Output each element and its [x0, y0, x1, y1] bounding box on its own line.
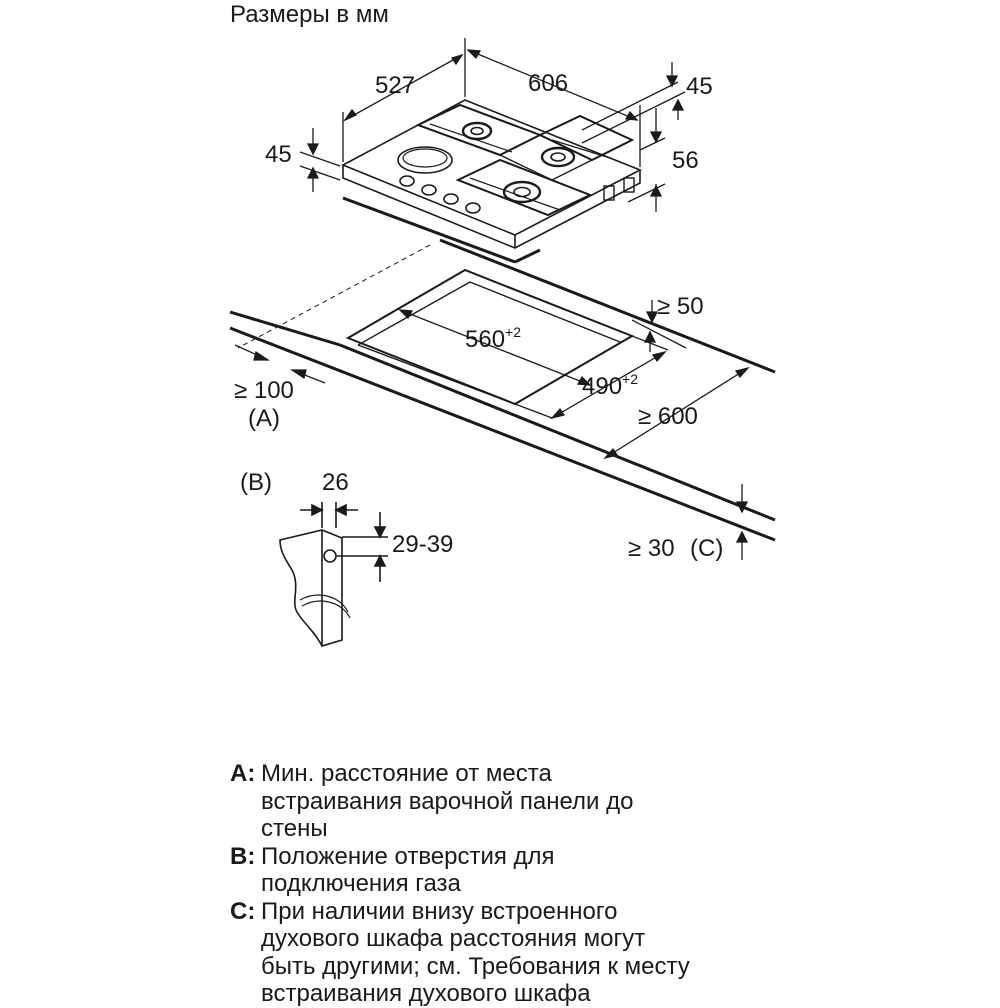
min-side-distance-label: ≥ 100 [234, 377, 294, 404]
gas-connection-drawing [279, 502, 388, 647]
legend-text: Мин. расстояние от места встраивания вар… [261, 760, 990, 843]
hob-depth-label: 527 [375, 72, 415, 99]
legend-item-c: C: При наличии внизу встроенного духовог… [230, 898, 990, 1008]
legend-line: подключения газа [261, 870, 461, 897]
worktop-drawing [229, 238, 776, 542]
legend-item-b: B: Положение отверстия для подключения г… [230, 843, 990, 898]
diagram-title: Размеры в мм [230, 1, 389, 28]
hob-thickness-right-label: 45 [686, 73, 713, 100]
hob-width-label: 606 [528, 70, 568, 97]
legend-line: При наличии внизу встроенного [261, 897, 618, 925]
legend: A: Мин. расстояние от места встраивания … [230, 760, 990, 1008]
hob-drawing [341, 99, 642, 264]
legend-item-a: A: Мин. расстояние от места встраивания … [230, 760, 990, 843]
legend-line: быть другими; см. Требования к месту [261, 952, 690, 980]
side-distance-marker: (A) [248, 405, 280, 432]
hob-dimension-lines [299, 38, 686, 212]
legend-text: Положение отверстия для подключения газа [261, 843, 990, 898]
cutout-depth-tolerance: +2 [622, 371, 638, 387]
legend-line: Мин. расстояние от места [261, 760, 552, 787]
legend-key: C: [230, 897, 256, 925]
legend-line: встраивания духового шкафа [261, 980, 591, 1007]
legend-key: B: [230, 842, 256, 870]
cutout-depth-label: 490+2 [582, 371, 638, 400]
cutout-dimension-lines [234, 300, 750, 560]
gas-offset-label: 26 [322, 469, 349, 496]
hob-height-label: 56 [672, 147, 699, 174]
legend-line: стены [261, 815, 328, 842]
min-rear-distance-label: ≥ 50 [657, 293, 704, 320]
cutout-depth-value: 490 [582, 373, 622, 400]
legend-key: A: [230, 760, 256, 787]
legend-line: встраивания варочной панели до [261, 787, 634, 815]
cutout-width-tolerance: +2 [505, 324, 521, 340]
legend-text: При наличии внизу встроенного духового ш… [261, 898, 990, 1008]
cutout-width-label: 560+2 [465, 324, 521, 353]
legend-line: Положение отверстия для [261, 842, 555, 870]
legend-line: духового шкафа расстояния могут [261, 925, 646, 952]
hob-thickness-left-label: 45 [265, 141, 292, 168]
gas-detail-marker: (B) [240, 469, 272, 496]
gas-height-range-label: 29-39 [392, 531, 453, 558]
min-worktop-depth-label: ≥ 600 [638, 403, 698, 430]
cutout-width-value: 560 [465, 326, 505, 353]
worktop-thickness-marker: (C) [690, 535, 723, 562]
min-worktop-thickness-label: ≥ 30 [628, 535, 675, 562]
